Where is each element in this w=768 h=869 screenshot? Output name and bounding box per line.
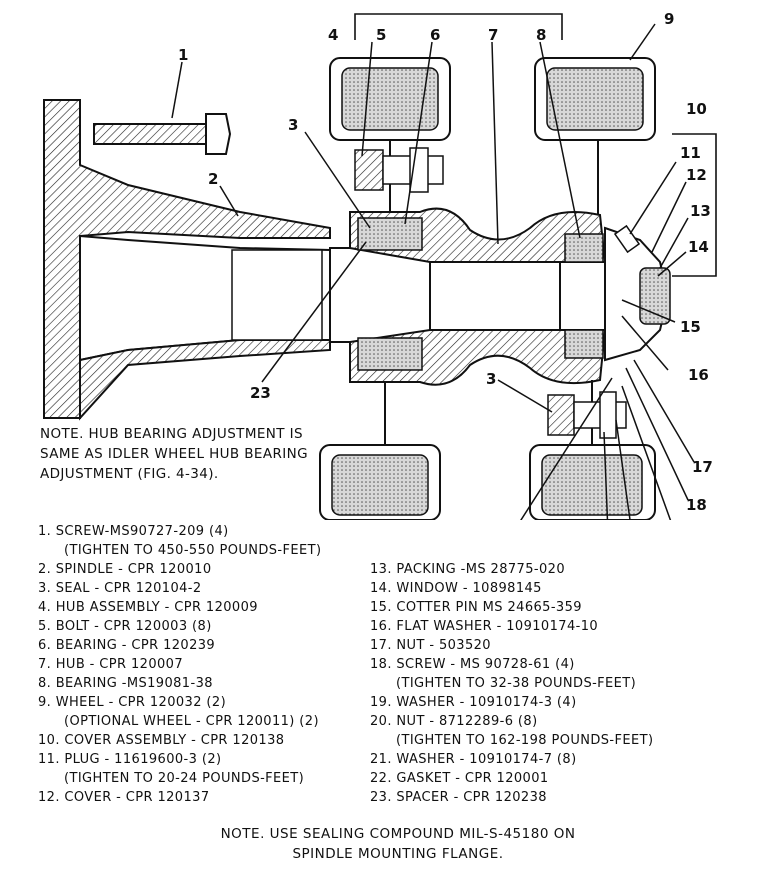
spindle-flange	[43, 99, 331, 421]
parts-list-item: 6. BEARING - CPR 120239	[38, 638, 216, 653]
exploded-hub-diagram: 1 2 3 4 5 6 7 8 9 10 11 12 13 14 15 16 1…	[43, 10, 717, 520]
parts-list-item: (TIGHTEN TO 20-24 POUNDS-FEET)	[64, 771, 305, 786]
callout-17: 17	[692, 458, 713, 476]
parts-list-item: 14. WINDOW - 10898145	[370, 581, 542, 596]
parts-list-item: 9. WHEEL - CPR 120032 (2)	[38, 695, 227, 710]
parts-list-item: 17. NUT - 503520	[370, 638, 491, 653]
parts-list-left: 1. SCREW-MS90727-209 (4) (TIGHTEN TO 450…	[38, 522, 321, 807]
wheel-upper-right	[534, 57, 656, 141]
callout-4: 4	[328, 26, 338, 44]
parts-list-right: 13. PACKING -MS 28775-020 14. WINDOW - 1…	[370, 560, 653, 807]
screw-part	[93, 113, 232, 155]
parts-list-item: 5. BOLT - CPR 120003 (8)	[38, 619, 212, 634]
hub-bearing-note: NOTE. HUB BEARING ADJUSTMENT IS SAME AS …	[40, 424, 340, 484]
callout-15: 15	[680, 318, 701, 336]
parts-list-item: (TIGHTEN TO 450-550 POUNDS-FEET)	[64, 543, 322, 558]
callout-16: 16	[688, 366, 709, 384]
parts-list-item: 11. PLUG - 11619600-3 (2)	[38, 752, 222, 767]
callout-9: 9	[664, 10, 674, 28]
note-line: ADJUSTMENT (FIG. 4-34).	[40, 466, 219, 482]
parts-list-item: 23. SPACER - CPR 120238	[370, 790, 547, 805]
wheel-lower-left	[319, 444, 441, 520]
parts-list-item: 18. SCREW - MS 90728-61 (4)	[370, 657, 575, 672]
parts-list-item: 22. GASKET - CPR 120001	[370, 771, 549, 786]
callout-7: 7	[488, 26, 498, 44]
footnote-line: NOTE. USE SEALING COMPOUND MIL-S-45180 O…	[220, 826, 576, 842]
callout-3-lower: 3	[486, 370, 496, 388]
parts-list-item: 13. PACKING -MS 28775-020	[370, 562, 565, 577]
parts-list-item: 3. SEAL - CPR 120104-2	[38, 581, 202, 596]
wheel-upper-left	[329, 57, 451, 141]
parts-list-item: 15. COTTER PIN MS 24665-359	[370, 600, 582, 615]
callout-18: 18	[686, 496, 707, 514]
callout-10: 10	[686, 100, 707, 118]
note-line: SAME AS IDLER WHEEL HUB BEARING	[40, 446, 309, 462]
note-line: NOTE. HUB BEARING ADJUSTMENT IS	[40, 426, 303, 442]
parts-list-item: 4. HUB ASSEMBLY - CPR 120009	[38, 600, 258, 615]
parts-list-item: 20. NUT - 8712289-6 (8)	[370, 714, 538, 729]
callout-11: 11	[680, 144, 701, 162]
parts-list-item: 7. HUB - CPR 120007	[38, 657, 184, 672]
parts-list-item: 21. WASHER - 10910174-7 (8)	[370, 752, 577, 767]
callout-23: 23	[250, 384, 271, 402]
parts-list-item: (OPTIONAL WHEEL - CPR 120011) (2)	[64, 714, 319, 729]
wheel-lower-right	[529, 444, 656, 520]
callout-labels: 1 2 3 4 5 6 7 8 9 10 11 12 13 14 15 16 1…	[178, 10, 713, 514]
callout-6: 6	[430, 26, 440, 44]
callout-12: 12	[686, 166, 707, 184]
parts-list-item: (TIGHTEN TO 32-38 POUNDS-FEET)	[396, 676, 637, 691]
parts-list-item: (TIGHTEN TO 162-198 POUNDS-FEET)	[396, 733, 654, 748]
parts-list-item: 10. COVER ASSEMBLY - CPR 120138	[38, 733, 285, 748]
footnote-line: SPINDLE MOUNTING FLANGE.	[292, 846, 504, 862]
callout-5: 5	[376, 26, 386, 44]
callout-14: 14	[688, 238, 709, 256]
parts-list-item: 1. SCREW-MS90727-209 (4)	[38, 524, 229, 539]
cover-assembly	[604, 224, 671, 362]
parts-list-item: 19. WASHER - 10910174-3 (4)	[370, 695, 577, 710]
parts-list-item: 12. COVER - CPR 120137	[38, 790, 210, 805]
parts-list-item: 16. FLAT WASHER - 10910174-10	[370, 619, 599, 634]
callout-13: 13	[690, 202, 711, 220]
callout-8: 8	[536, 26, 546, 44]
callout-3-upper: 3	[288, 116, 298, 134]
callout-1: 1	[178, 46, 188, 64]
sealing-compound-note: NOTE. USE SEALING COMPOUND MIL-S-45180 O…	[168, 824, 628, 864]
parts-list-item: 2. SPINDLE - CPR 120010	[38, 562, 212, 577]
bearing-part	[357, 217, 604, 371]
callout-2: 2	[208, 170, 218, 188]
parts-list-item: 8. BEARING -MS19081-38	[38, 676, 213, 691]
